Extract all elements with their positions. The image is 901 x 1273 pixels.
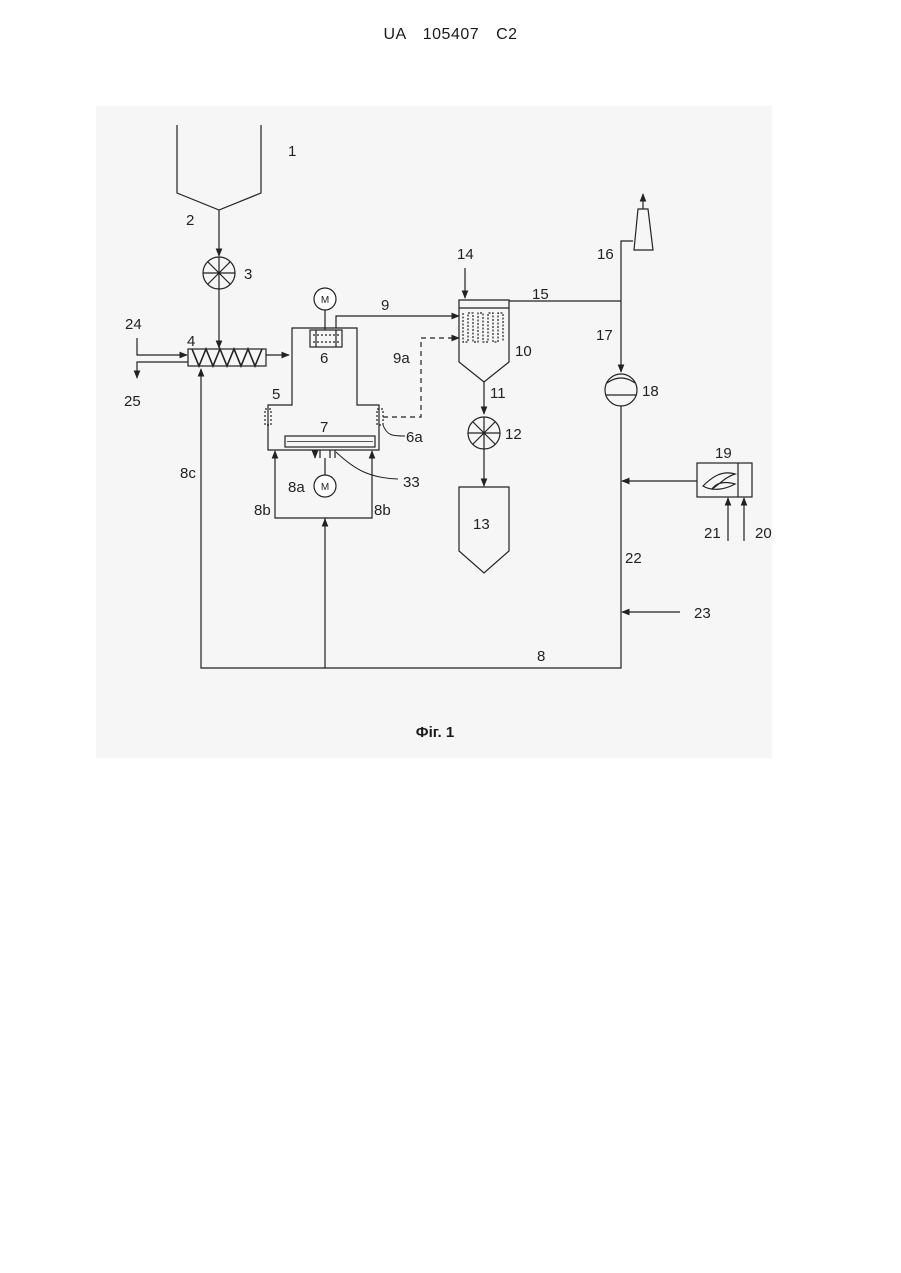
drawing-background: [96, 106, 772, 758]
label-5: 5: [272, 386, 280, 403]
label-12: 12: [505, 426, 522, 443]
motor-bottom: M: [314, 475, 336, 497]
label-13: 13: [473, 516, 490, 533]
label-17: 17: [596, 327, 613, 344]
label-14: 14: [457, 246, 474, 263]
label-24: 24: [125, 316, 142, 333]
label-8: 8: [537, 648, 545, 665]
label-7: 7: [320, 419, 328, 436]
label-8b-left: 8b: [254, 502, 271, 519]
label-4: 4: [187, 333, 195, 350]
label-8a: 8a: [288, 479, 305, 496]
label-8b-right: 8b: [374, 502, 391, 519]
label-16: 16: [597, 246, 614, 263]
label-33: 33: [403, 474, 420, 491]
motor-top: M: [314, 288, 336, 310]
label-9a: 9a: [393, 350, 410, 367]
label-1: 1: [288, 143, 296, 160]
label-11: 11: [490, 385, 506, 402]
figure-caption: Фіг. 1: [0, 724, 870, 741]
label-22: 22: [625, 550, 642, 567]
label-10: 10: [515, 343, 532, 360]
rotary-valve-3: [203, 257, 235, 289]
label-15: 15: [532, 286, 549, 303]
label-8c: 8c: [180, 465, 196, 482]
motor-top-symbol: M: [321, 295, 329, 306]
label-2: 2: [186, 212, 194, 229]
label-21: 21: [704, 525, 721, 542]
label-25: 25: [124, 393, 141, 410]
motor-bottom-symbol: M: [321, 482, 329, 493]
label-6a: 6a: [406, 429, 423, 446]
label-3: 3: [244, 266, 252, 283]
label-23: 23: [694, 605, 711, 622]
label-9: 9: [381, 297, 389, 314]
label-18: 18: [642, 383, 659, 400]
label-6: 6: [320, 350, 328, 367]
label-19: 19: [715, 445, 732, 462]
label-20: 20: [755, 525, 772, 542]
rotary-valve-12: [468, 417, 500, 449]
